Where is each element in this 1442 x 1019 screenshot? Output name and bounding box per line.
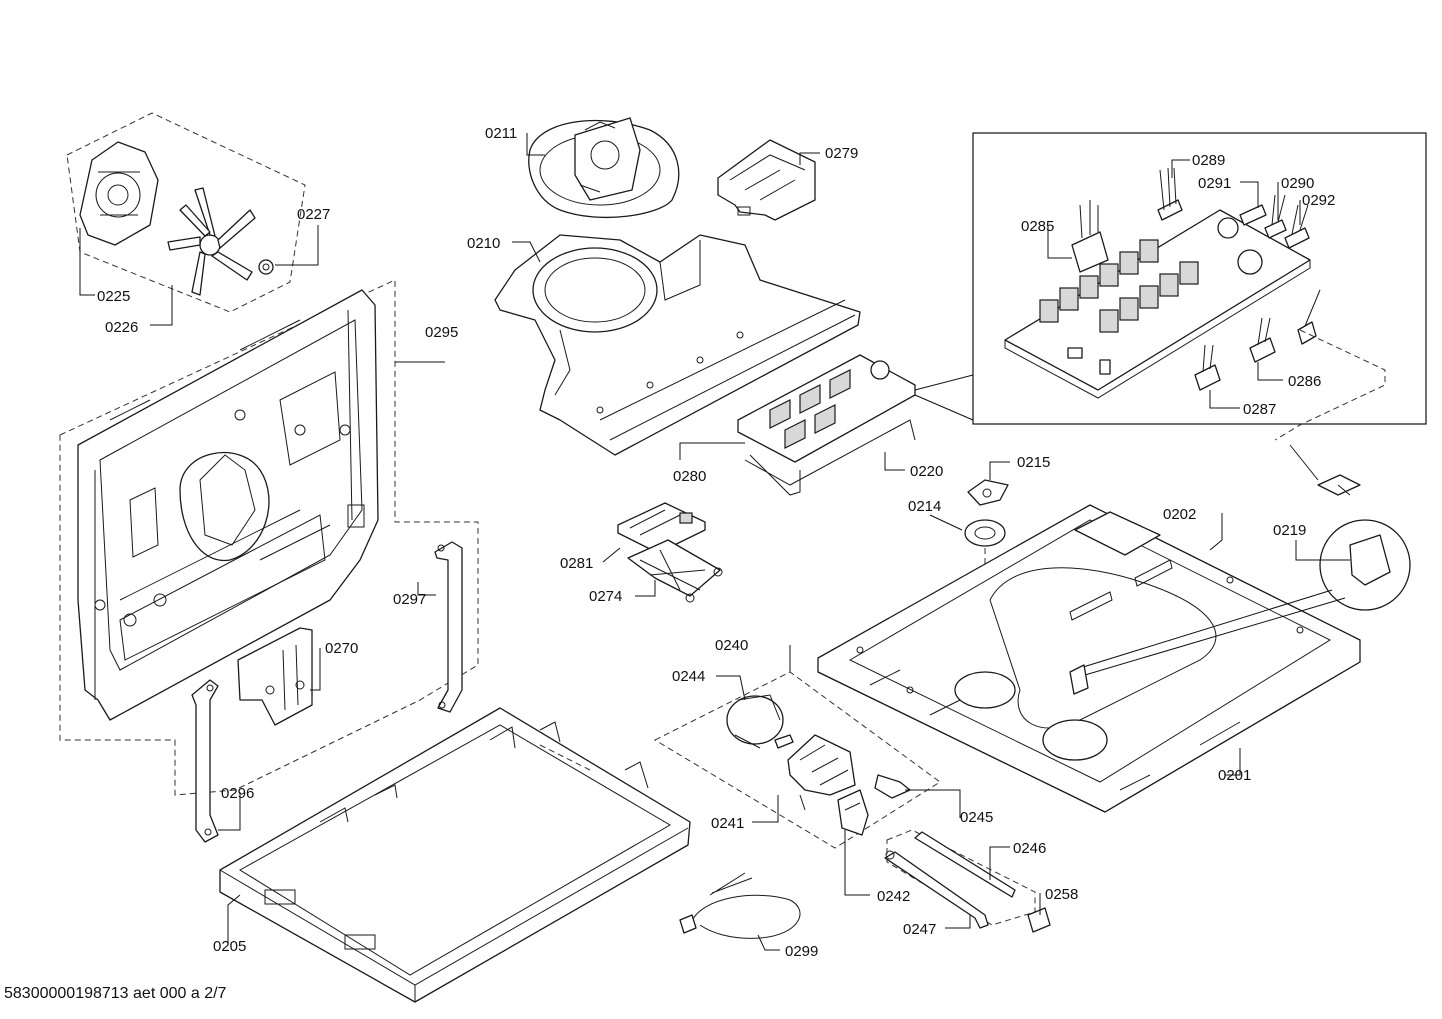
- callout-0227: 0227: [297, 206, 330, 223]
- callout-0240: 0240: [715, 637, 748, 654]
- callout-0220: 0220: [910, 463, 943, 480]
- callout-labels: 0211 0279 0210 0225 0226 0227 0295 0280 …: [97, 125, 1335, 960]
- callout-0280: 0280: [673, 468, 706, 485]
- small-connector: [1297, 289, 1321, 345]
- fan-blade: [167, 187, 256, 296]
- callout-0215: 0215: [1017, 454, 1050, 471]
- power-module: [737, 354, 916, 496]
- callout-0225: 0225: [97, 288, 130, 305]
- callout-0274: 0274: [589, 588, 622, 605]
- callout-0210: 0210: [467, 235, 500, 252]
- callout-0245: 0245: [960, 809, 993, 826]
- callout-0295: 0295: [425, 324, 458, 341]
- callout-0201: 0201: [1218, 767, 1251, 784]
- control-board: [1004, 209, 1311, 399]
- callout-0247: 0247: [903, 921, 936, 938]
- connector-0290: [1264, 194, 1287, 239]
- connector-0292: [1284, 204, 1310, 249]
- connector-0289: [1157, 167, 1183, 221]
- lamp-holder: [874, 774, 911, 799]
- latch-0258: [1027, 907, 1051, 933]
- fan-motor-group: [66, 112, 306, 313]
- callout-0292: 0292: [1302, 192, 1335, 209]
- callout-0289: 0289: [1192, 152, 1225, 169]
- bracket-plate: [237, 627, 313, 726]
- inset-detail-box: [914, 132, 1427, 425]
- connector-0285: [1071, 200, 1109, 273]
- callout-0258: 0258: [1045, 886, 1078, 903]
- callout-0297: 0297: [393, 591, 426, 608]
- callout-0286: 0286: [1288, 373, 1321, 390]
- callout-0299: 0299: [785, 943, 818, 960]
- callout-0242: 0242: [877, 888, 910, 905]
- blower-motor: [528, 117, 680, 219]
- small-pcb: [617, 502, 706, 554]
- relay-0242: [837, 789, 869, 836]
- door-lock-assembly: [884, 829, 1036, 929]
- callout-0219: 0219: [1273, 522, 1306, 539]
- callout-0246: 0246: [1013, 840, 1046, 857]
- document-id: 58300000198713 aet 000 a 2/7: [4, 985, 227, 1002]
- callout-0296: 0296: [221, 785, 254, 802]
- callout-0214: 0214: [908, 498, 941, 515]
- callout-0211: 0211: [485, 125, 517, 142]
- callout-0287: 0287: [1243, 401, 1276, 418]
- fan-motor: [79, 141, 159, 246]
- power-cable: [679, 872, 801, 939]
- top-plate: [817, 504, 1361, 813]
- switch-block: [787, 734, 856, 811]
- callout-0291: 0291: [1198, 175, 1231, 192]
- switch-group: [653, 671, 941, 849]
- callout-0270: 0270: [325, 640, 358, 657]
- relay-holder: [717, 139, 816, 221]
- leader-lines: [79, 133, 1350, 951]
- fan-nut: [258, 259, 274, 275]
- callout-0202: 0202: [1163, 506, 1196, 523]
- bottom-frame: [219, 707, 691, 1003]
- callout-0290: 0290: [1281, 175, 1314, 192]
- selector-switch: [726, 694, 794, 749]
- back-panel-fan-opening: [179, 451, 270, 562]
- side-rail-right: [434, 541, 463, 713]
- callout-0281: 0281: [560, 555, 593, 572]
- cooling-duct: [494, 234, 861, 456]
- callout-0244: 0244: [672, 668, 705, 685]
- side-rail-left: [191, 679, 219, 843]
- callout-0205: 0205: [213, 938, 246, 955]
- callout-0241: 0241: [711, 815, 744, 832]
- sensor-probe: [1274, 329, 1386, 496]
- connector-0286: [1249, 317, 1276, 363]
- back-panel-group: [59, 279, 479, 796]
- connector-0291: [1239, 204, 1267, 226]
- callout-0279: 0279: [825, 145, 858, 162]
- clip: [967, 479, 1009, 506]
- callout-0285: 0285: [1021, 218, 1054, 235]
- sensor-inset-circle: [1069, 519, 1411, 695]
- connector-0287: [1194, 344, 1221, 391]
- callout-0226: 0226: [105, 319, 138, 336]
- pcb-bracket: [627, 539, 723, 603]
